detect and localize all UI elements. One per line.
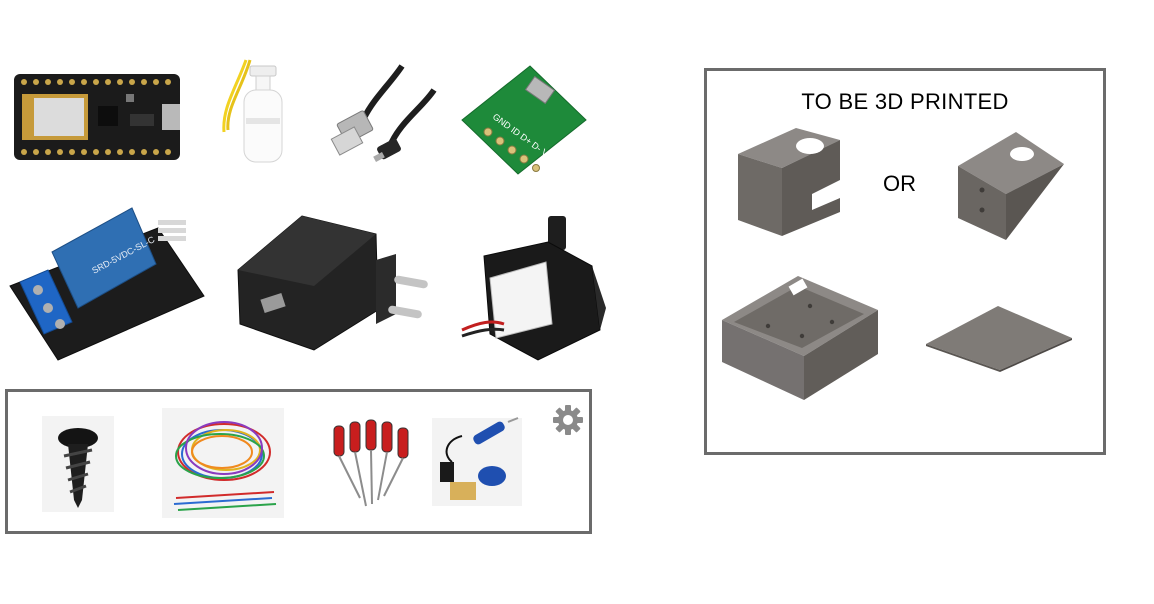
gear-icon[interactable]: [552, 404, 584, 436]
micro-usb-breakout-image: GND ID D+ D- VBUS: [458, 62, 590, 176]
wall-charger-image: [228, 214, 432, 352]
bracket-u-image: [736, 124, 844, 240]
enclosure-lid-image: [924, 304, 1074, 372]
bracket-wedge-image: [956, 128, 1066, 244]
jumper-wires-image: [162, 408, 284, 518]
relay-module-image: SRD-5VDC-SL-C: [8, 204, 208, 372]
nodemcu-board-image: [12, 70, 182, 162]
usb-cable-image: [330, 64, 440, 168]
tools-frame: [5, 389, 592, 534]
screw-image: [42, 416, 114, 512]
or-label: OR: [883, 171, 916, 196]
water-pump-image: [460, 212, 608, 366]
float-switch-image: [216, 58, 292, 170]
print-panel-title: TO BE 3D PRINTED: [801, 89, 1009, 114]
soldering-kit-image: [432, 417, 522, 506]
3d-print-panel: TO BE 3D PRINTED OR: [704, 68, 1106, 455]
enclosure-box-image: [714, 262, 884, 402]
screwdriver-set-image: [328, 418, 412, 510]
